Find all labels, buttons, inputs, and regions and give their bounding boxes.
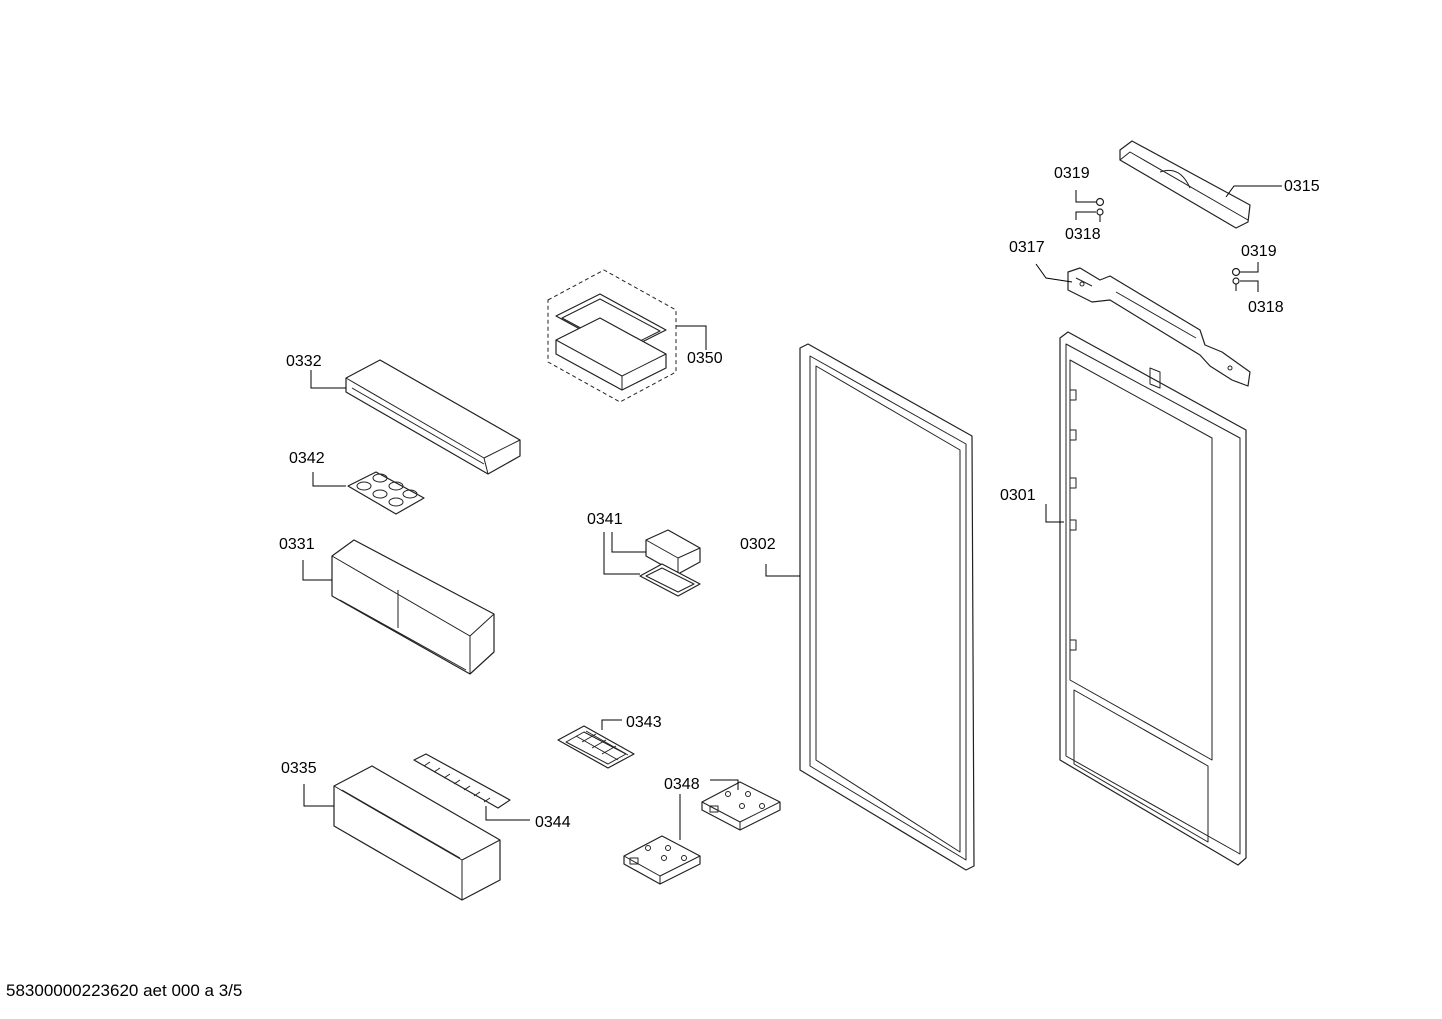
part-0319-nut-a[interactable] (1095, 197, 1105, 207)
label-0348: 0348 (664, 776, 700, 793)
part-0301-inner-door[interactable] (1059, 331, 1247, 866)
part-0318-screw-a[interactable] (1096, 208, 1104, 222)
part-0348-cool-pack-b[interactable] (701, 781, 781, 831)
label-0343: 0343 (626, 714, 662, 731)
part-0348-cool-pack-a[interactable] (623, 835, 701, 885)
label-0302: 0302 (740, 536, 776, 553)
label-0344: 0344 (535, 814, 571, 831)
part-0315-cover-strip[interactable] (1119, 140, 1251, 229)
label-0318-a: 0318 (1065, 226, 1101, 243)
label-0315: 0315 (1284, 178, 1320, 195)
part-0342-egg-tray[interactable] (347, 471, 425, 515)
part-0344-grille-strip[interactable] (413, 753, 511, 809)
label-0332: 0332 (286, 353, 322, 370)
label-0301: 0301 (1000, 487, 1036, 504)
label-0317: 0317 (1009, 239, 1045, 256)
part-0343-ice-tray[interactable] (557, 725, 635, 769)
part-0350-tray-set[interactable] (547, 269, 677, 403)
label-0342: 0342 (289, 450, 325, 467)
part-0341-small-box[interactable] (639, 529, 701, 597)
label-0350: 0350 (687, 350, 723, 367)
label-0335: 0335 (281, 760, 317, 777)
label-0319-b: 0319 (1241, 243, 1277, 260)
drawing-reference-number: 58300000223620 aet 000 a 3/5 (6, 981, 243, 1000)
label-0318-b: 0318 (1248, 299, 1284, 316)
part-0302-door-gasket[interactable] (799, 343, 975, 871)
part-0335-door-shelf-lower[interactable] (333, 765, 501, 901)
label-0331: 0331 (279, 536, 315, 553)
part-0331-door-compartment[interactable] (331, 539, 495, 675)
label-0341: 0341 (587, 511, 623, 528)
part-0317-hinge-bracket[interactable] (1067, 267, 1251, 387)
part-0318-screw-b[interactable] (1232, 277, 1240, 291)
part-0332-door-shelf-upper[interactable] (345, 359, 521, 475)
label-0319-a: 0319 (1054, 165, 1090, 182)
part-0319-nut-b[interactable] (1231, 267, 1241, 277)
